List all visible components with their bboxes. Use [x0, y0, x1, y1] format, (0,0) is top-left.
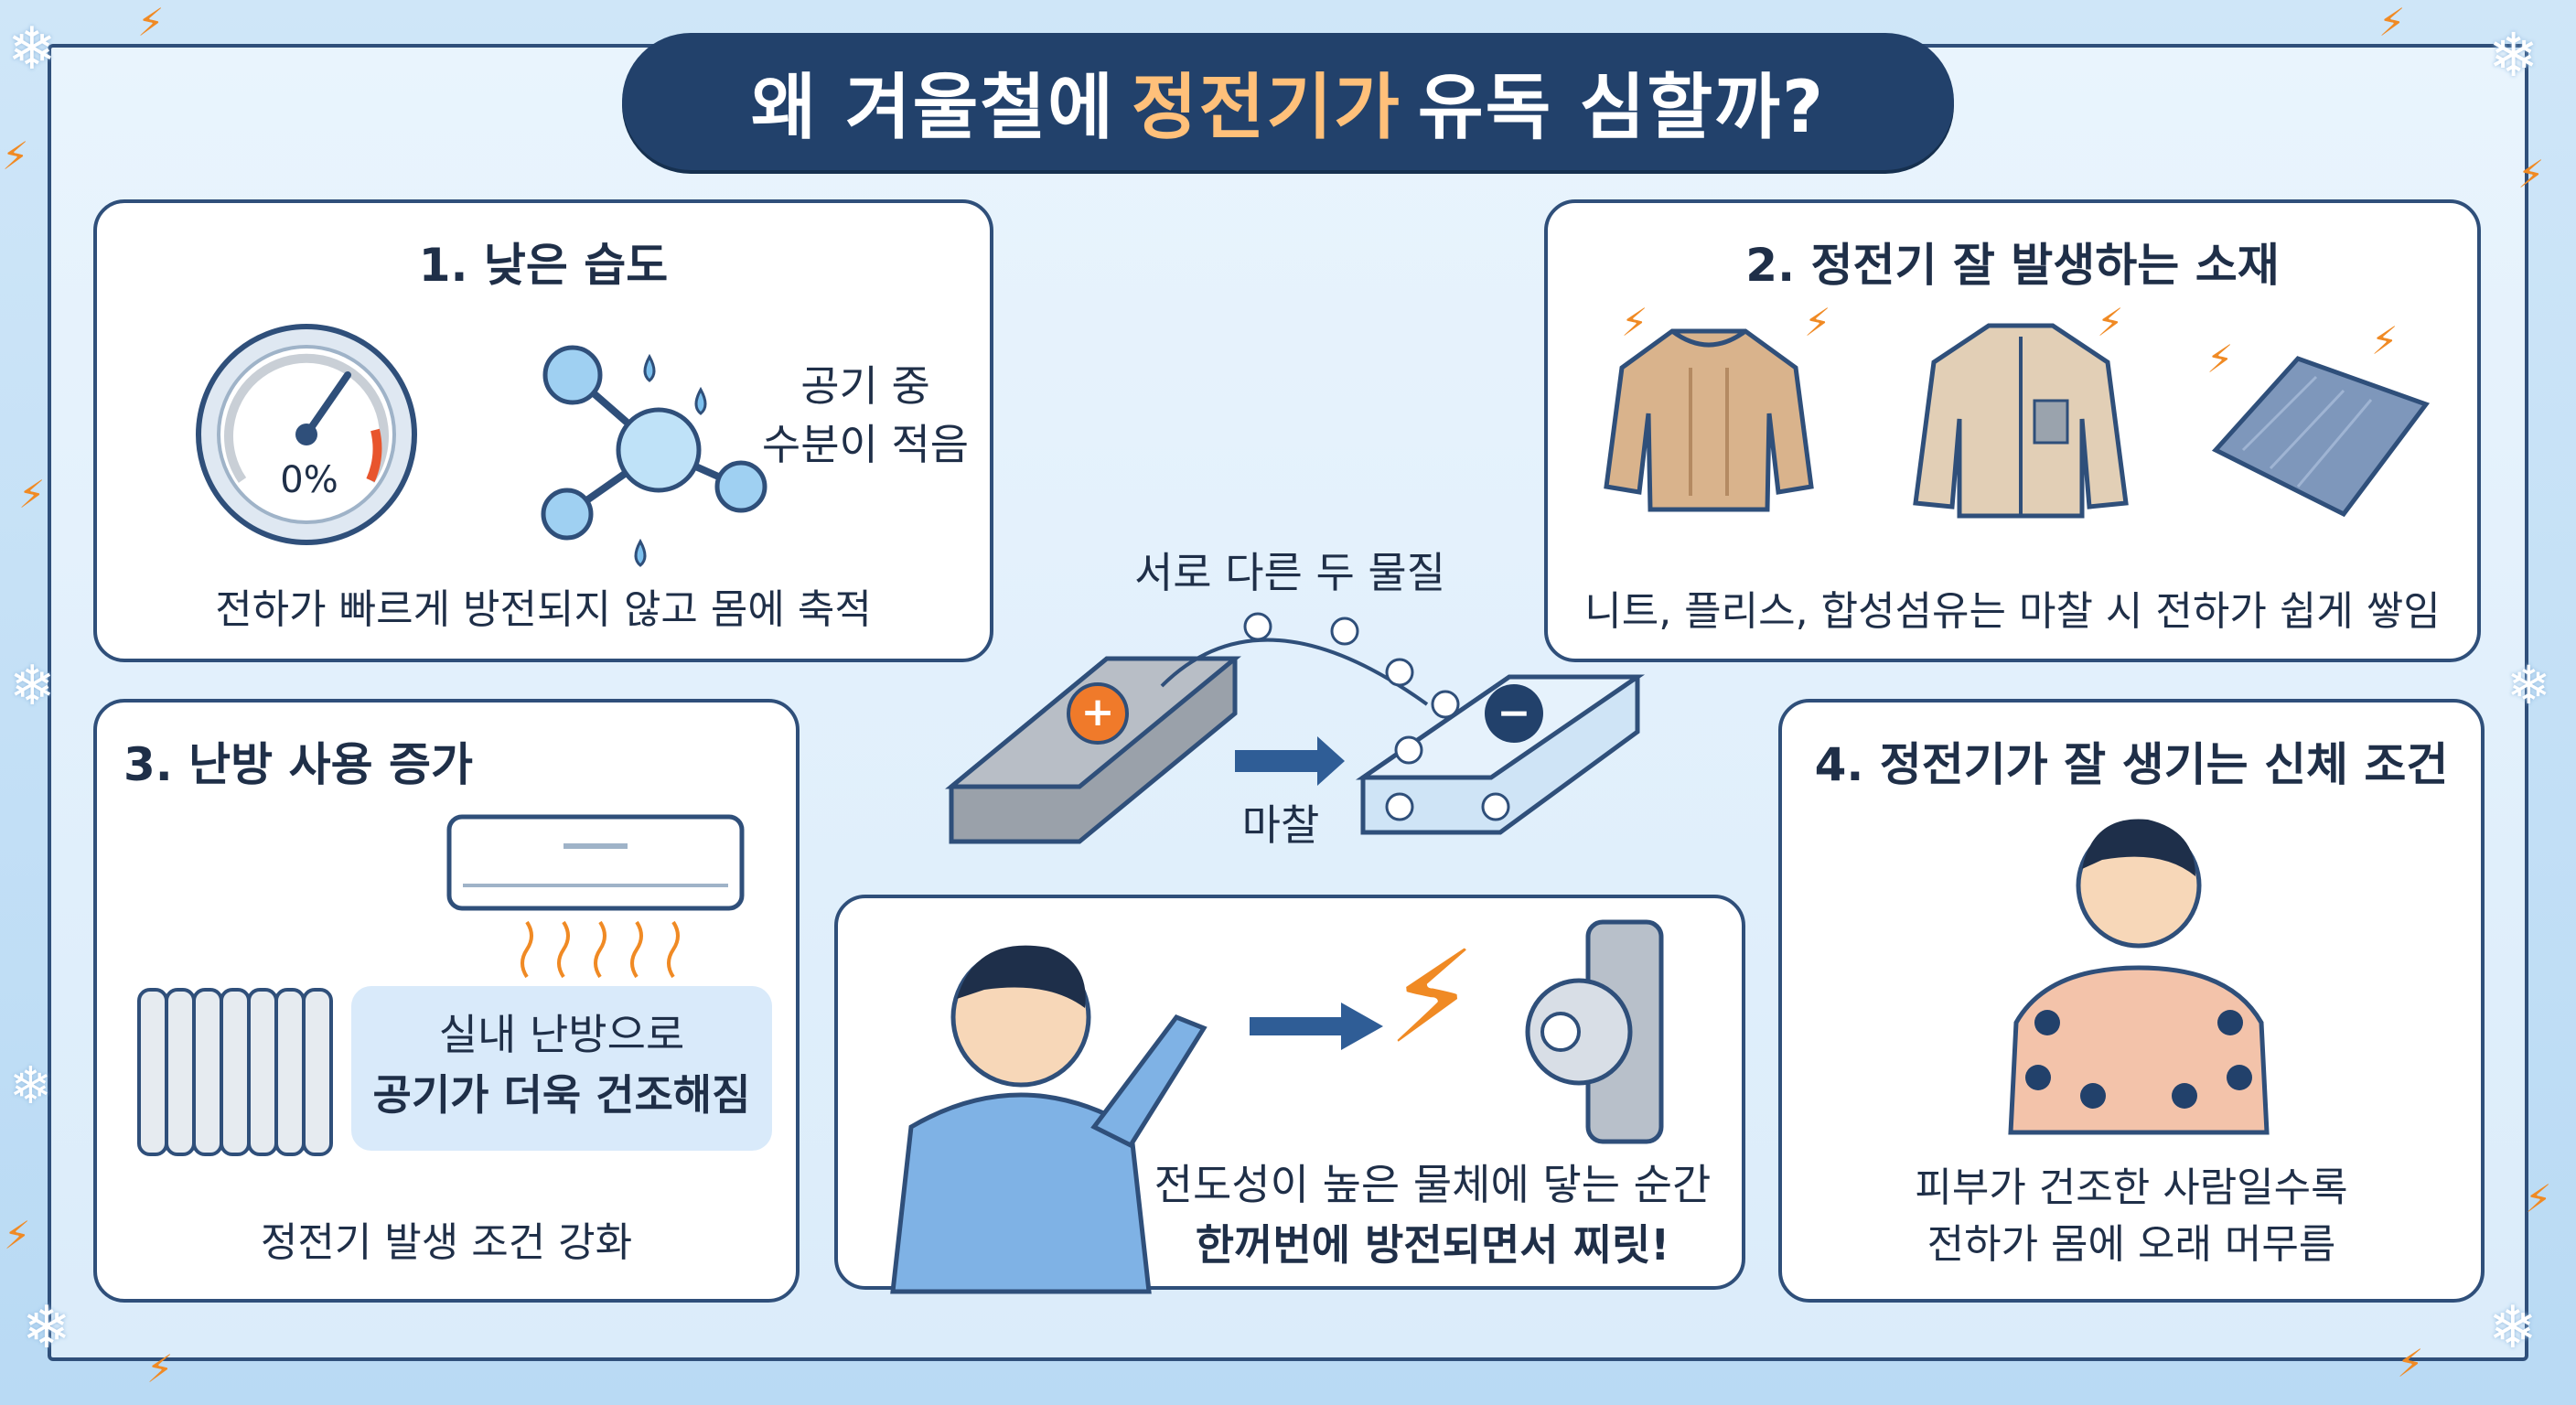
card-title: 1. 낮은 습도 — [418, 239, 669, 292]
lightning-icon: ⚡ — [2378, 0, 2406, 45]
caption-line2: 전하가 몸에 오래 머무름 — [1927, 1221, 2336, 1268]
discharge-line1: 전도성이 높은 물체에 닿는 순간 — [1154, 1160, 1712, 1209]
title-text: 왜 겨울철에 — [750, 67, 1115, 149]
air-conditioner-icon — [446, 814, 745, 979]
person-pointing-icon — [890, 945, 1208, 1294]
water-molecule-icon — [541, 345, 767, 567]
card-caption: 니트, 플리스, 합성섬유는 마찰 시 전하가 쉽게 쌓임 — [1584, 588, 2441, 635]
card-caption: 정전기 발생 조건 강화 — [260, 1219, 633, 1266]
air-text-line1: 공기 중 — [800, 361, 930, 411]
lightning-icon: ⚡ — [2517, 152, 2545, 197]
caption-line1: 피부가 건조한 사람일수록 — [1915, 1164, 2348, 1211]
lightning-icon: ⚡ — [2206, 337, 2234, 381]
hygrometer-gauge-icon — [196, 324, 417, 545]
discharge-line2: 한꺼번에 방전되면서 찌릿! — [1195, 1220, 1670, 1270]
snowflake-icon: ❄ — [22, 1294, 71, 1362]
lightning-icon: ⚡ — [2397, 1341, 2424, 1386]
dry-skin-person-icon — [2008, 819, 2270, 1135]
lightning-icon: ⚡ — [1387, 924, 1477, 1073]
card-materials: 2. 정전기 잘 발생하는 소재 ⚡ ⚡ ⚡ ⚡ ⚡ 니트, 플리스, 합성섬유… — [1544, 199, 2481, 662]
arrow-right-icon — [1250, 1003, 1383, 1050]
card-caption: 전하가 빠르게 방전되지 않고 몸에 축적 — [215, 586, 872, 633]
snowflake-icon: ❄ — [2506, 654, 2551, 716]
materials-label: 서로 다른 두 물질 — [1133, 548, 1446, 597]
lightning-icon: ⚡ — [2097, 300, 2124, 345]
lightning-icon: ⚡ — [2371, 318, 2399, 363]
lightning-icon: ⚡ — [146, 1346, 174, 1391]
lightning-icon: ⚡ — [1804, 300, 1831, 345]
air-moisture-text: 공기 중 수분이 적음 — [728, 357, 1003, 474]
lightning-icon: ⚡ — [2, 134, 29, 178]
card-caption: 피부가 건조한 사람일수록 전하가 몸에 오래 머무름 — [1782, 1160, 2481, 1273]
door-knob-icon — [1525, 919, 1664, 1144]
lightning-icon: ⚡ — [137, 0, 165, 45]
card-low-humidity: 1. 낮은 습도 0% 공기 중 수분이 적음 전하가 빠르게 방전되지 않고 … — [93, 199, 993, 662]
lightning-icon: ⚡ — [4, 1213, 31, 1258]
heating-bubble: 실내 난방으로 공기가 더욱 건조해짐 — [351, 986, 772, 1151]
card-title: 2. 정전기 잘 발생하는 소재 — [1745, 239, 2280, 292]
lightning-icon: ⚡ — [2525, 1176, 2552, 1221]
radiator-icon — [137, 988, 333, 1156]
card-discharge: ⚡ 전도성이 높은 물체에 닿는 순간 한꺼번에 방전되면서 찌릿! — [834, 895, 1745, 1294]
fleece-jacket-icon — [1913, 323, 2129, 519]
title-highlight: 정전기가 — [1131, 67, 1401, 149]
bubble-line2: 공기가 더욱 건조해짐 — [372, 1070, 751, 1120]
card-title: 3. 난방 사용 증가 — [123, 738, 473, 791]
lightning-icon: ⚡ — [18, 472, 46, 517]
title-text-end: 유독 심할까? — [1417, 67, 1826, 149]
svg-text:+: + — [1081, 689, 1115, 735]
snowflake-icon: ❄ — [2488, 1294, 2538, 1362]
lightning-icon: ⚡ — [1621, 300, 1648, 345]
snowflake-icon: ❄ — [7, 16, 57, 83]
bubble-line1: 실내 난방으로 — [438, 1010, 685, 1059]
card-title: 4. 정전기가 잘 생기는 신체 조건 — [1814, 738, 2449, 791]
air-text-line2: 수분이 적음 — [761, 420, 970, 469]
svg-text:−: − — [1497, 690, 1531, 736]
page-title: 왜 겨울철에 정전기가 유독 심할까? — [622, 33, 1954, 170]
card-body-condition: 4. 정전기가 잘 생기는 신체 조건 피부가 건조한 사람일수록 전하가 몸에… — [1778, 699, 2485, 1303]
synthetic-fabric-icon — [2211, 356, 2431, 518]
sweater-icon — [1604, 328, 1814, 512]
friction-label: 마찰 — [1241, 800, 1320, 850]
discharge-text: 전도성이 높은 물체에 닿는 순간 한꺼번에 방전되면서 찌릿! — [1140, 1154, 1725, 1275]
snowflake-icon: ❄ — [2488, 20, 2539, 91]
friction-diagram: + − — [945, 612, 1646, 844]
gauge-value: 0% — [280, 459, 338, 501]
snowflake-icon: ❄ — [9, 654, 56, 718]
card-heating: 3. 난방 사용 증가 실내 난방으로 공기가 더욱 건조해짐 정전기 발생 조… — [93, 699, 800, 1303]
snowflake-icon: ❄ — [9, 1056, 52, 1116]
